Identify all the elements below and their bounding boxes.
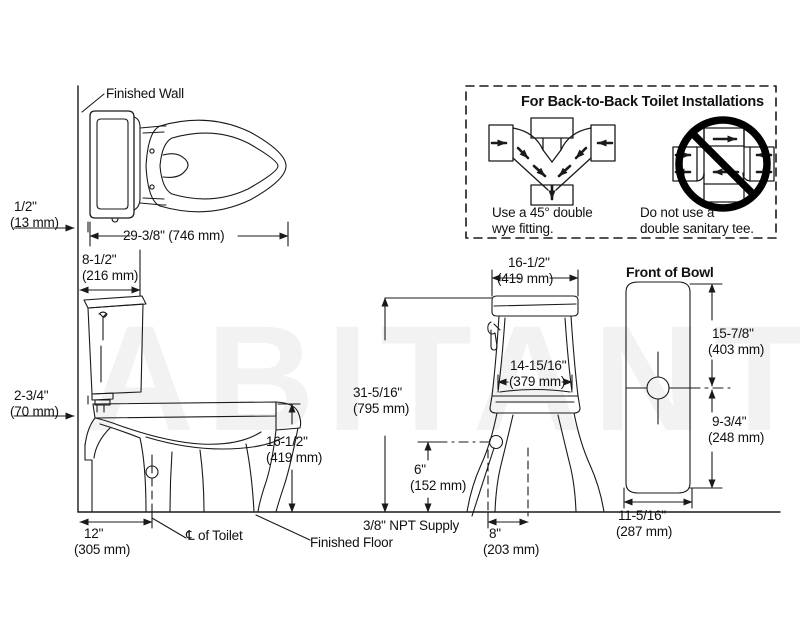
finished-wall-label: Finished Wall bbox=[106, 86, 184, 101]
dim-tank-width-inch: 16-1/2" bbox=[508, 255, 550, 270]
dim-bowl-upper-inch: 15-7/8" bbox=[712, 326, 754, 341]
dim-inner-width-mm: (379 mm) bbox=[509, 374, 566, 389]
npt-supply-label: 3/8" NPT Supply bbox=[363, 518, 460, 533]
dim-supply-height-mm: (152 mm) bbox=[410, 478, 467, 493]
dim-overall-depth-label: 29-3/8" (746 mm) bbox=[123, 228, 225, 243]
front-of-bowl-title: Front of Bowl bbox=[626, 264, 714, 280]
dim-rough-in bbox=[79, 511, 153, 529]
centerline-of-toilet-label: ℄ of Toilet bbox=[186, 528, 243, 543]
dim-rough-in-mm: (305 mm) bbox=[74, 542, 131, 557]
dim-rough-in-inch: 12" bbox=[84, 526, 104, 541]
inset-right-caption-line2: double sanitary tee. bbox=[640, 221, 754, 236]
dim-tank-width-mm: (419 mm) bbox=[497, 271, 554, 286]
dim-seat-height-inch: 16-1/2" bbox=[266, 434, 308, 449]
dim-tank-offset-inch: 2-3/4" bbox=[14, 388, 49, 403]
inset-right-caption-line1: Do not use a bbox=[640, 205, 715, 220]
dim-seat-height bbox=[277, 403, 301, 513]
dim-tank-to-wall-mm: (216 mm) bbox=[82, 268, 139, 283]
inset-wye-arrows bbox=[490, 139, 614, 201]
wall-and-floor-lines bbox=[77, 85, 781, 513]
inset-left-caption-line1: Use a 45° double bbox=[492, 205, 593, 220]
dim-bowl-upper-mm: (403 mm) bbox=[708, 342, 765, 357]
dim-overall-height-mm: (795 mm) bbox=[353, 401, 410, 416]
dim-tank-width bbox=[491, 269, 579, 297]
dim-supply-offset-mm: (203 mm) bbox=[483, 542, 540, 557]
dim-overall-depth bbox=[89, 221, 289, 247]
inset-box bbox=[465, 85, 777, 239]
inset-left-caption-line2: wye fitting. bbox=[492, 221, 554, 236]
dim-supply-height bbox=[417, 441, 439, 513]
dim-tank-offset-mm: (70 mm) bbox=[10, 404, 59, 419]
prohibition-icon bbox=[675, 116, 771, 212]
dim-bowl-lower-mm: (248 mm) bbox=[708, 430, 765, 445]
dim-bowl-lower bbox=[689, 389, 723, 489]
dim-bowl-width-mm: (287 mm) bbox=[616, 524, 673, 539]
dim-seat-height-mm: (419 mm) bbox=[266, 450, 323, 465]
dim-inner-width-inch: 14-15/16" bbox=[510, 358, 567, 373]
dim-bowl-upper bbox=[689, 283, 723, 387]
dim-bowl-width bbox=[623, 487, 693, 509]
top-view-toilet bbox=[89, 110, 287, 223]
side-view-toilet bbox=[83, 295, 302, 513]
dim-overall-height-inch: 31-5/16" bbox=[353, 385, 402, 400]
dim-tank-to-wall-inch: 8-1/2" bbox=[82, 252, 117, 267]
dim-overall-height bbox=[381, 297, 493, 513]
front-centerlines bbox=[487, 447, 529, 517]
finished-floor-label: Finished Floor bbox=[310, 535, 393, 550]
finished-wall-leader bbox=[81, 93, 105, 113]
dim-bowl-lower-inch: 9-3/4" bbox=[712, 414, 747, 429]
dim-tank-to-wall bbox=[79, 249, 141, 297]
bowl-front-view bbox=[625, 281, 691, 494]
dim-wall-offset bbox=[13, 221, 89, 233]
dim-tank-offset bbox=[13, 395, 89, 420]
inset-title: For Back-to-Back Toilet Installations bbox=[521, 94, 764, 110]
dim-bowl-width-inch: 11-5/16" bbox=[618, 508, 666, 523]
dim-supply-height-inch: 6" bbox=[414, 462, 426, 477]
dim-supply-offset-inch: 8" bbox=[489, 526, 501, 541]
dim-wall-offset-inch: 1/2" bbox=[14, 199, 37, 214]
front-view-toilet bbox=[466, 295, 605, 513]
dim-inner-width bbox=[497, 374, 573, 390]
dim-wall-offset-mm: (13 mm) bbox=[10, 215, 59, 230]
